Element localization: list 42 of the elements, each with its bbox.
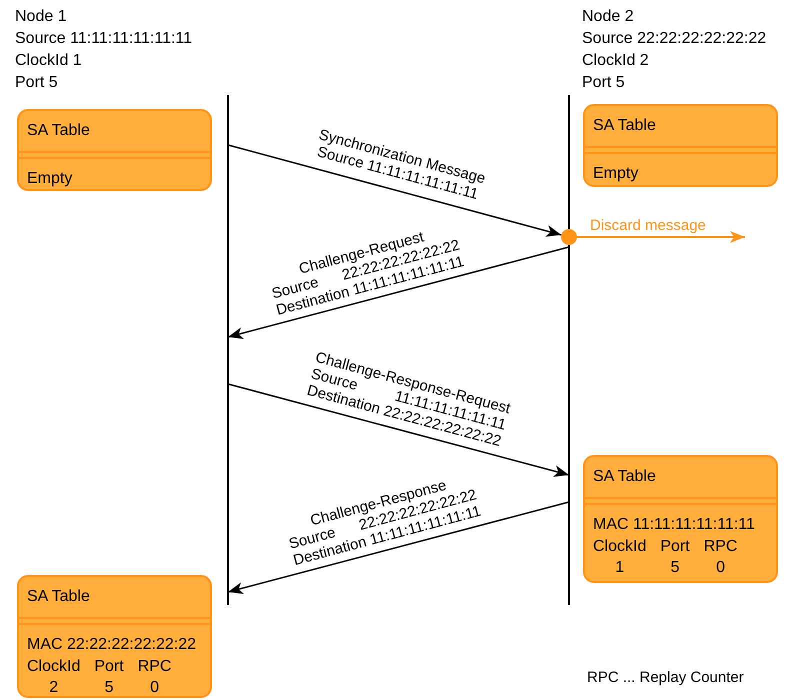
node-property: Source 11:11:11:11:11:11 bbox=[15, 29, 194, 49]
column-header: RPC bbox=[704, 537, 738, 557]
column-header: RPC bbox=[138, 657, 172, 677]
table-value: 0 bbox=[715, 558, 726, 578]
node-property: ClockId 1 bbox=[15, 51, 83, 71]
table-value: 2 bbox=[48, 678, 60, 696]
node-property: Port 5 bbox=[15, 73, 59, 93]
table-entry: MAC 11:11:11:11:11:11 bbox=[593, 515, 756, 535]
message-arrow bbox=[228, 246, 570, 339]
message-arrow bbox=[577, 231, 745, 243]
note: RPC ... Replay Counter bbox=[587, 669, 744, 686]
lifeline bbox=[568, 95, 570, 605]
table-entry: Empty bbox=[593, 164, 640, 184]
sa-table-card bbox=[17, 109, 212, 191]
sa-table-card bbox=[17, 575, 212, 698]
node-property: ClockId 2 bbox=[582, 51, 650, 71]
node-property: Port 5 bbox=[582, 73, 626, 93]
table-value: 0 bbox=[149, 678, 160, 696]
table-entry: Empty bbox=[27, 169, 74, 189]
node-name: Node 1 bbox=[15, 7, 68, 27]
table-value: 5 bbox=[670, 558, 680, 578]
message-arrow bbox=[228, 144, 562, 237]
node-property: Source 22:22:22:22:22:22 bbox=[582, 29, 768, 49]
table-entry: MAC 22:22:22:22:22:22 bbox=[27, 635, 198, 655]
sa-table-card bbox=[583, 104, 778, 187]
table-title: SA Table bbox=[26, 587, 91, 607]
message-arrow bbox=[228, 501, 570, 594]
lifeline bbox=[227, 95, 229, 605]
junction-dot bbox=[561, 229, 577, 245]
table-title: SA Table bbox=[26, 121, 91, 141]
table-value: 5 bbox=[104, 678, 114, 696]
column-header: Port bbox=[660, 537, 690, 557]
sa-table-card bbox=[583, 455, 778, 583]
table-title: SA Table bbox=[592, 467, 657, 487]
table-title: SA Table bbox=[592, 116, 657, 136]
edge-label: Discard message bbox=[590, 216, 706, 234]
table-value: 1 bbox=[614, 558, 626, 578]
column-header: ClockId bbox=[593, 537, 646, 557]
node-name: Node 2 bbox=[582, 7, 635, 27]
column-header: Port bbox=[94, 657, 124, 677]
column-header: ClockId bbox=[27, 657, 80, 677]
message-arrow bbox=[228, 383, 570, 477]
